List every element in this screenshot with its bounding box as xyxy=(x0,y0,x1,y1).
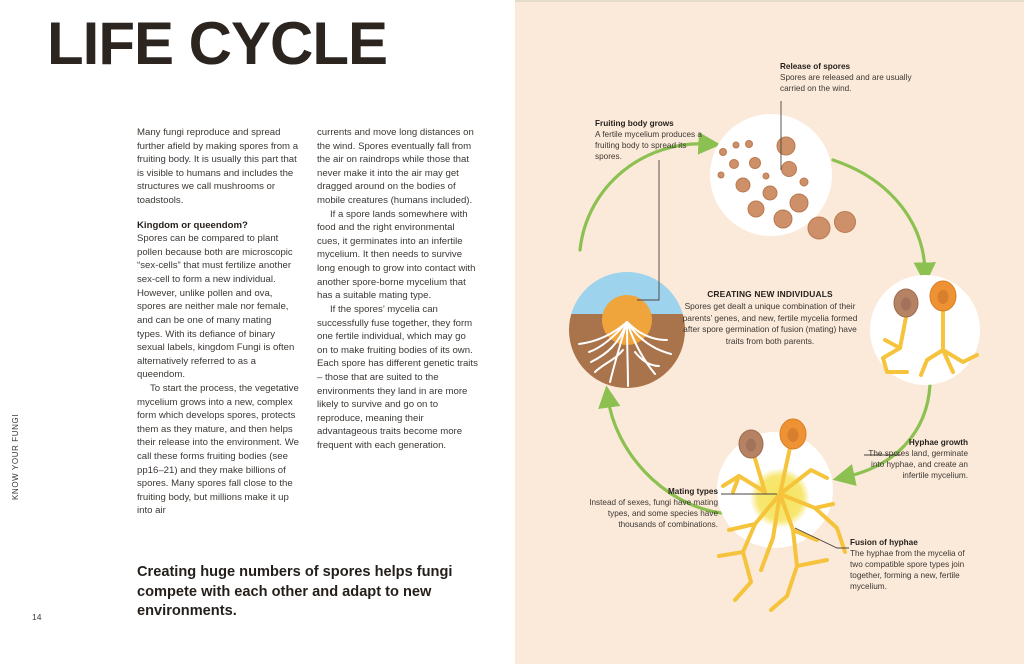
callout-body: The spores land, germinate into hyphae, … xyxy=(868,448,968,480)
callout-title: Mating types xyxy=(667,487,718,496)
left-page: LIFE CYCLE Many fungi reproduce and spre… xyxy=(11,10,479,622)
diagram-artwork xyxy=(569,101,980,612)
callout-leader-lines xyxy=(637,101,901,549)
body-column-left: Many fungi reproduce and spread further … xyxy=(137,126,299,518)
callout-title: Hyphae growth xyxy=(908,438,968,447)
subheading-kingdom-or-queendom: Kingdom or queendom? xyxy=(137,219,248,231)
callout-fusion-of-hyphae: Fusion of hyphae The hyphae from the myc… xyxy=(850,538,970,593)
germinating-hyphae-circle-icon xyxy=(870,275,980,385)
callout-title: Release of spores xyxy=(780,62,851,71)
right-page-diagram-panel: Release of spores Spores are released an… xyxy=(515,0,1024,664)
callout-title: Fruiting body grows xyxy=(595,119,674,128)
life-cycle-diagram: Release of spores Spores are released an… xyxy=(515,0,1024,664)
paragraph: If the spores’ mycelia can successfully … xyxy=(317,303,478,452)
callout-body: Instead of sexes, fungi have mating type… xyxy=(589,497,718,529)
paragraph: currents and move long distances on the … xyxy=(317,127,474,207)
spores-circle-icon xyxy=(710,114,856,240)
diagram-center-caption: CREATING NEW INDIVIDUALS Spores get deal… xyxy=(680,289,860,347)
callout-body: The hyphae from the mycelia of two compa… xyxy=(850,548,965,591)
body-column-right: currents and move long distances on the … xyxy=(317,126,479,453)
running-head-know-your-fungi: KNOW YOUR FUNGI xyxy=(11,413,20,500)
cycle-arrow-icon xyxy=(578,132,936,515)
callout-title: Fusion of hyphae xyxy=(850,538,918,547)
callout-body: A fertile mycelium produces a fruiting b… xyxy=(595,129,702,161)
callout-body: Spores are released and are usually carr… xyxy=(780,72,912,93)
page-title: LIFE CYCLE xyxy=(47,10,388,77)
mushroom-mycelium-circle-icon xyxy=(569,272,685,388)
page-number: 14 xyxy=(32,612,42,622)
callout-release-of-spores: Release of spores Spores are released an… xyxy=(780,62,930,95)
callout-fruiting-body-grows: Fruiting body grows A fertile mycelium p… xyxy=(595,119,715,163)
paragraph: Many fungi reproduce and spread further … xyxy=(137,127,299,207)
callout-hyphae-growth: Hyphae growth The spores land, germinate… xyxy=(863,438,968,482)
center-caption-title: CREATING NEW INDIVIDUALS xyxy=(707,289,833,299)
callout-mating-types: Mating types Instead of sexes, fungi hav… xyxy=(573,487,718,531)
center-caption-body: Spores get dealt a unique combination of… xyxy=(682,301,858,346)
paragraph: If a spore lands somewhere with food and… xyxy=(317,208,476,302)
fused-mycelium-circle-icon xyxy=(717,418,847,612)
panel-top-rule xyxy=(515,0,1024,2)
pull-quote: Creating huge numbers of spores helps fu… xyxy=(137,564,453,620)
paragraph: Spores can be compared to plant pollen b… xyxy=(137,233,295,381)
paragraph: To start the process, the vegetative myc… xyxy=(137,382,299,517)
